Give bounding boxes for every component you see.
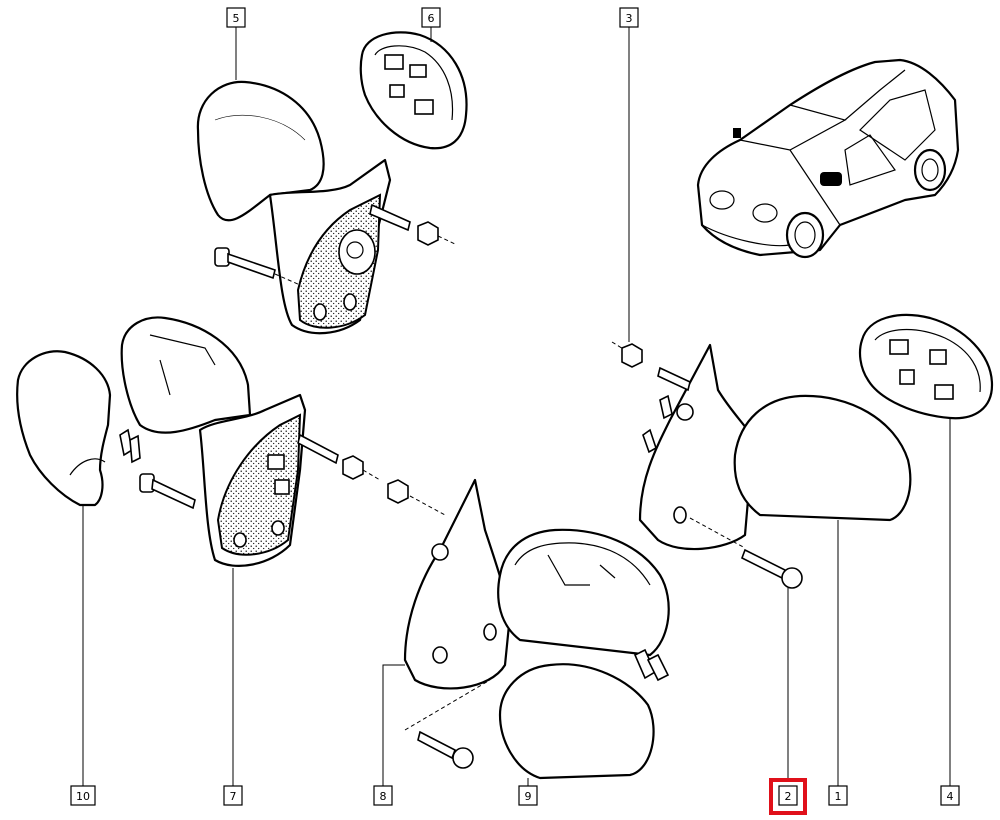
callout-6-label: 6 — [428, 12, 435, 25]
connectors-part7 — [119, 428, 141, 464]
mirror-shell-center — [497, 528, 670, 657]
mirror-cover-left — [16, 350, 112, 507]
callout-2-label: 2 — [785, 790, 792, 803]
callout-7: 7 — [223, 785, 243, 806]
callout-3: 3 — [619, 7, 639, 28]
mirror-base-right — [638, 343, 757, 551]
callout-4: 4 — [940, 785, 960, 806]
bolt-part7 — [297, 433, 446, 516]
bolt-part5 — [369, 203, 456, 246]
connectors-part1 — [642, 394, 673, 454]
screw-part2 — [689, 517, 803, 589]
callout-8: 8 — [373, 785, 393, 806]
screw-part7 — [139, 473, 196, 510]
callout-9-label: 9 — [525, 790, 532, 803]
car-illustration — [696, 58, 960, 259]
mirror-glass — [858, 313, 994, 420]
mirror-housing-cover — [733, 394, 912, 522]
highlight-frame — [769, 778, 807, 815]
callout-7-label: 7 — [230, 790, 237, 803]
callout-10-label: 10 — [76, 790, 90, 803]
callout-6: 6 — [421, 7, 441, 28]
callout-1: 1 — [828, 785, 848, 806]
callout-10: 10 — [70, 785, 96, 806]
nut-part3 — [611, 341, 691, 392]
callout-5: 5 — [226, 7, 246, 28]
callout-3-label: 3 — [626, 12, 633, 25]
screw-part5 — [214, 247, 301, 286]
mirror-shell-upper-group — [196, 80, 392, 335]
callout-5-label: 5 — [233, 12, 240, 25]
callout-4-label: 4 — [947, 790, 954, 803]
mirror-glass-upper — [359, 31, 468, 150]
connectors-part8 — [633, 648, 670, 682]
mirror-cap — [498, 663, 655, 780]
callout-9: 9 — [518, 785, 538, 806]
callout-8-label: 8 — [380, 790, 387, 803]
leader-lines — [82, 27, 951, 786]
mirror-base-assembly — [120, 316, 307, 567]
callout-2-highlighted[interactable]: 2 — [769, 778, 807, 815]
screw-part8 — [404, 679, 491, 769]
callout-1-label: 1 — [835, 790, 842, 803]
mirror-base-left — [403, 478, 512, 690]
